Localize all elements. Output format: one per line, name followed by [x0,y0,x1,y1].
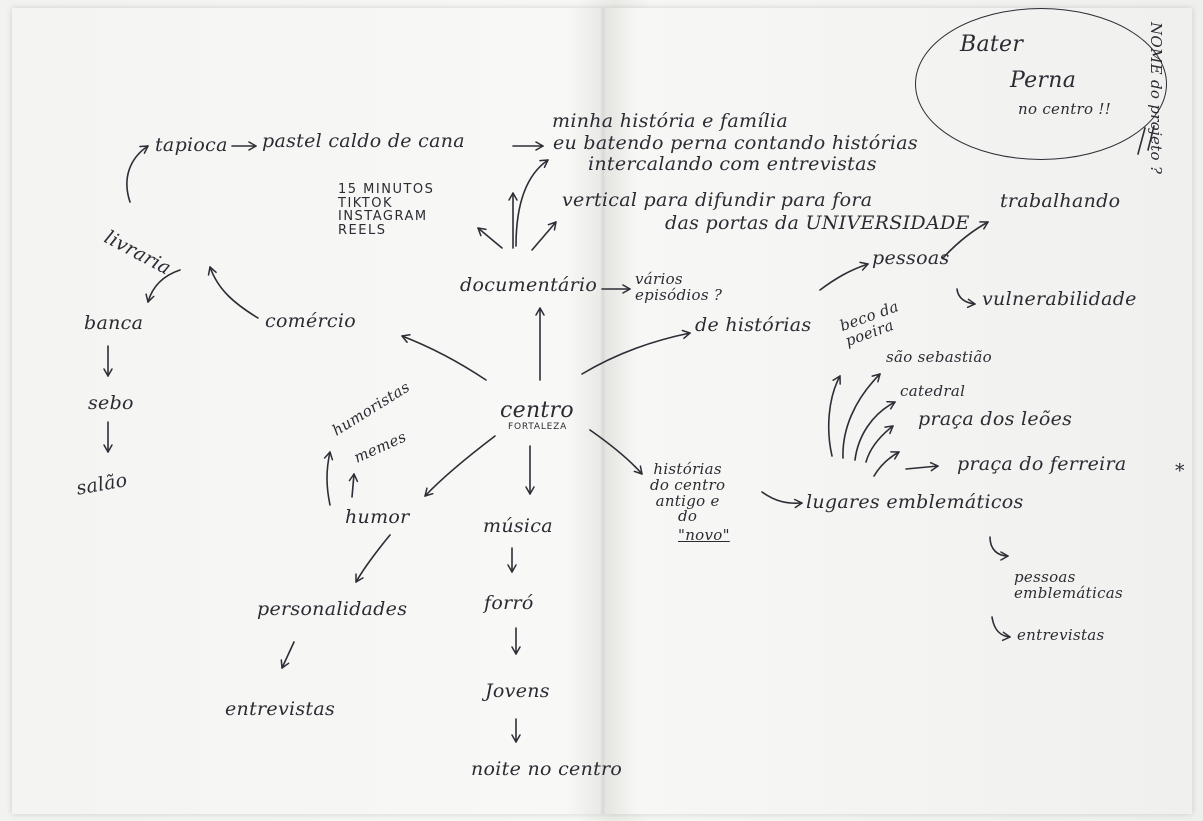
arrow-documentario-batendo [515,159,549,247]
node-jovens: Jovens [485,680,550,702]
arrow-pessoas-trabalhando [942,221,989,259]
node-pastel: pastel caldo de cana [262,130,465,152]
node-intercalando: intercalando com entrevistas [588,153,877,175]
node-lugares: lugares emblemáticos [806,491,1024,513]
node-forro: forró [484,592,534,614]
arrow-pessoas-entrevistas [991,616,1011,642]
node-centro-sub: FORTALEZA [508,422,568,432]
arrow-livraria-banca [145,269,181,303]
node-comercio: comércio [265,310,356,332]
node-pessoas-emblematicas: pessoas emblemáticas [1014,568,1124,602]
arrow-pessoas-vulnerabilidade [956,288,976,309]
arrow-lugares-sao [842,373,881,459]
node-novo: "novo" [678,526,730,544]
arrow-lugares-beco [827,375,841,457]
arrow-historias-pessoas [819,261,869,291]
arrow-lugares-catedral [854,400,896,461]
title-line-1: Bater [960,32,1024,57]
node-sebo: sebo [88,392,134,414]
node-banca: banca [84,312,144,334]
node-noite: noite no centro [471,758,623,780]
asterisk: * [1175,460,1185,482]
node-humor: humor [345,506,410,528]
arrow-lugares-ferreira-b [905,461,939,472]
arrow-documentario-vertical [531,221,557,251]
title-line-2: Perna [1010,68,1077,93]
corner-note: NOME do projeto ? [1147,22,1165,175]
node-vulnerabilidade: vulnerabilidade [982,288,1137,310]
node-centro: centro [500,398,574,423]
arrow-livraria-tapioca [126,145,149,203]
node-historias-centro: histórias do centro antigo e do [650,460,726,526]
node-formatos: 15 MINUTOS TIKTOK INSTAGRAM REELS [338,182,435,238]
node-praca-ferreira: praça do ferreira [957,453,1127,475]
node-entrevistas-right: entrevistas [1017,626,1105,644]
arrow-humor-personalidades [355,534,391,583]
node-documentario: documentário [460,274,598,296]
arrow-lugares-pessoas [989,536,1009,561]
title-tick-a [1137,127,1146,155]
arrow-documentario-formatos [477,227,503,249]
arrow-personalidades-entrevistas [280,641,295,669]
arrow-lugares-leoes [865,425,894,463]
node-vertical: vertical para difundir para fora [562,189,873,211]
node-sao-sebastiao: são sebastião [886,348,992,366]
arrow-lugares-ferreira-a [873,451,900,477]
arrow-humor-humoristas [323,451,334,506]
paper-fold [600,8,606,814]
arrow-centro-historias [581,329,691,375]
node-entrevistas-left: entrevistas [225,698,336,720]
arrow-centro-comercio [401,334,487,381]
title-line-3: no centro !! [1018,100,1112,118]
node-minha-historia: minha história e família [552,110,789,132]
node-musica: música [483,515,553,537]
arrow-centro-humor [424,435,496,497]
node-varios: vários episódios ? [635,270,723,304]
node-pessoas: pessoas [872,247,950,269]
node-praca-leoes: praça dos leões [918,408,1073,430]
title-ellipse [915,8,1167,160]
arrow-humor-memes [348,473,359,498]
arrow-centro-historias-centro [589,429,643,475]
node-personalidades: personalidades [257,598,408,620]
node-tapioca: tapioca [155,134,228,156]
node-de-historias: de histórias [695,314,812,336]
arrow-comercio-livraria [207,266,259,319]
node-portas: das portas da UNIVERSIDADE [665,212,970,234]
title-tick-b [1147,125,1155,151]
node-batendo-perna: eu batendo perna contando histórias [553,132,918,154]
arrow-historias-lugares [761,491,803,509]
node-trabalhando: trabalhando [1000,190,1121,212]
node-catedral: catedral [900,382,966,400]
